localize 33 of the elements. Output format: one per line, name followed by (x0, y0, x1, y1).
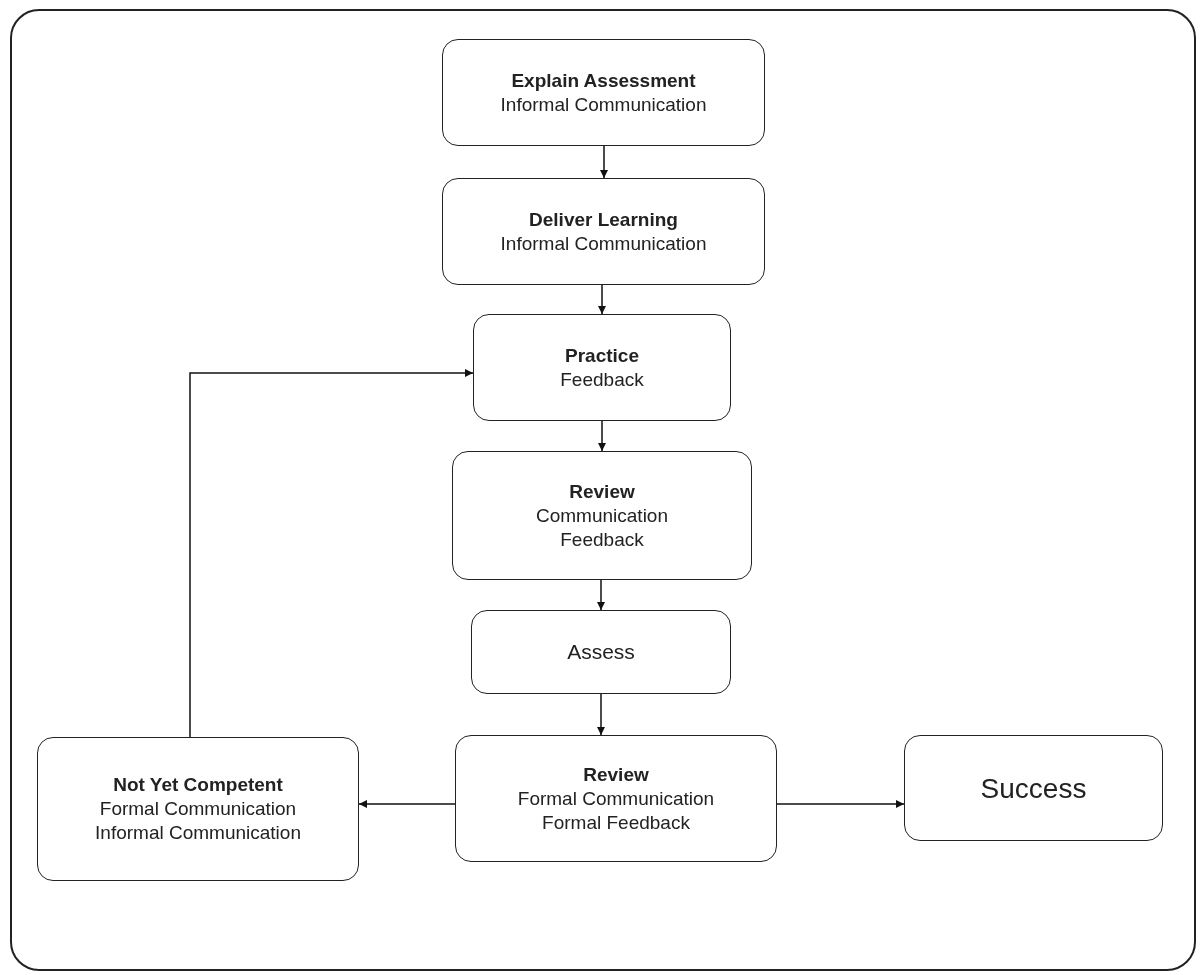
process-box (442, 178, 765, 285)
process-box (452, 451, 752, 580)
arrow (597, 693, 605, 736)
arrow (776, 800, 905, 808)
process-box (455, 735, 777, 862)
process-box (904, 735, 1163, 841)
process-box (442, 39, 765, 146)
step-text: Informal Communication (95, 821, 301, 845)
step-text: Success (980, 771, 1087, 805)
arrow (600, 145, 608, 179)
process-box (473, 314, 731, 421)
step-text: Communication (536, 503, 668, 528)
step-text: Formal Communication (99, 797, 297, 821)
arrow (358, 800, 456, 808)
arrow (597, 579, 605, 611)
arrow (598, 420, 606, 452)
step-title: Explain Assessment (511, 68, 696, 93)
step-title: Deliver Learning (529, 207, 678, 232)
step-title: Review (569, 479, 635, 504)
process-box (37, 737, 359, 881)
step-text: Formal Feedback (542, 810, 690, 835)
step-title: Review (583, 762, 649, 787)
step-title: Not Yet Competent (113, 773, 283, 797)
step-text: Informal Communication (500, 231, 707, 256)
step-text: Formal Communication (517, 786, 715, 811)
step-text: Feedback (560, 527, 644, 552)
step-text: Feedback (560, 367, 644, 392)
step-text: Informal Communication (500, 92, 707, 117)
process-box (471, 610, 731, 694)
arrow (598, 284, 606, 315)
step-title: Practice (565, 343, 639, 368)
step-text: Assess (567, 639, 635, 665)
arrow (189, 369, 474, 738)
